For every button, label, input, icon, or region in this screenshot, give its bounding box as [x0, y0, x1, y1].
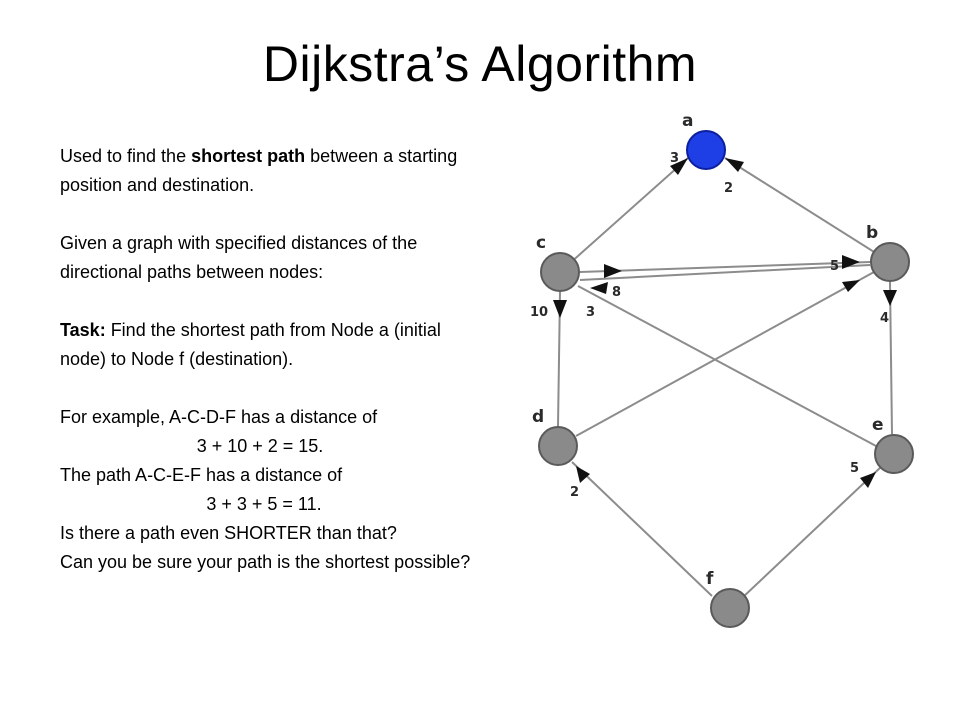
node-label-a: a [682, 111, 693, 131]
weight-b-a: 2 [724, 181, 733, 196]
question-shorter: Is there a path even SHORTER than that? [60, 523, 397, 543]
arrowhead-f-d [576, 466, 590, 483]
node-d [538, 426, 578, 466]
weight-b-e: 4 [880, 311, 889, 326]
weight-f-d: 2 [570, 485, 579, 500]
weight-f-e: 5 [850, 461, 859, 476]
weight-c-b: 5 [830, 259, 839, 274]
edge-f-e [741, 465, 883, 599]
weight-c-a: 3 [670, 151, 679, 166]
paragraph-task: Task: Find the shortest path from Node a… [60, 316, 480, 374]
edge-f-d [571, 461, 713, 597]
example-1-equation: 3 + 10 + 2 = 15. [196, 436, 324, 456]
edge-b-e [889, 281, 893, 435]
edge-d-b [575, 271, 875, 437]
spacer [60, 200, 480, 229]
node-label-e: e [872, 415, 884, 435]
paragraph-graph: Given a graph with specified distances o… [60, 233, 418, 282]
example-2-equation: 3 + 3 + 5 = 11. [206, 494, 322, 514]
edge-b-c [579, 264, 871, 281]
arrowhead-c-d [553, 300, 567, 318]
node-e [874, 434, 914, 474]
node-a [686, 130, 726, 170]
shortest-path-emphasis: shortest path [191, 146, 306, 166]
arrowhead-c-a [670, 158, 688, 175]
purpose-text-start: Used to find the [60, 146, 192, 166]
task-label: Task: [60, 320, 106, 340]
edge-c-a [559, 157, 689, 273]
node-label-c: c [536, 233, 546, 253]
node-b [870, 242, 910, 282]
graph-diagram: 3 2 5 8 10 3 4 5 2 a b c d e f [520, 100, 950, 660]
edge-c-e [577, 285, 877, 447]
arrowhead-b-e [883, 290, 897, 306]
arrowhead-d-b [842, 280, 860, 292]
node-label-f: f [706, 569, 714, 589]
question-shortest: Can you be sure your path is the shortes… [60, 552, 471, 572]
node-f [710, 588, 750, 628]
weight-b-c: 8 [612, 285, 621, 300]
example-1-text: For example, A-C-D-F has a distance of [60, 407, 378, 427]
weight-c-d: 10 [530, 305, 548, 320]
node-label-b: b [866, 223, 878, 243]
description-text: Used to find the shortest path between a… [60, 142, 480, 577]
slide-title: Dijkstra’s Algorithm [262, 36, 698, 92]
arrowhead-c-b [604, 264, 622, 278]
purpose-text-end: between a starting position and destinat… [60, 146, 458, 195]
arrowhead-c-b-end [842, 255, 860, 269]
spacer [60, 287, 480, 316]
arrowhead-b-c [590, 282, 608, 294]
edge-b-a [724, 157, 891, 263]
node-c [540, 252, 580, 292]
arrowhead-b-a [725, 158, 744, 172]
weight-c-e: 3 [586, 305, 595, 320]
arrowhead-f-e [860, 472, 876, 488]
spacer [60, 374, 480, 403]
edge-c-b [579, 261, 871, 273]
paragraph-purpose: Used to find the shortest path between a… [60, 142, 480, 200]
example-2-text: The path A-C-E-F has a distance of [60, 465, 343, 485]
node-label-d: d [532, 407, 544, 427]
graph-svg: 3 2 5 8 10 3 4 5 2 a b c d e f [530, 111, 914, 628]
task-text: Find the shortest path from Node a (init… [60, 320, 441, 369]
